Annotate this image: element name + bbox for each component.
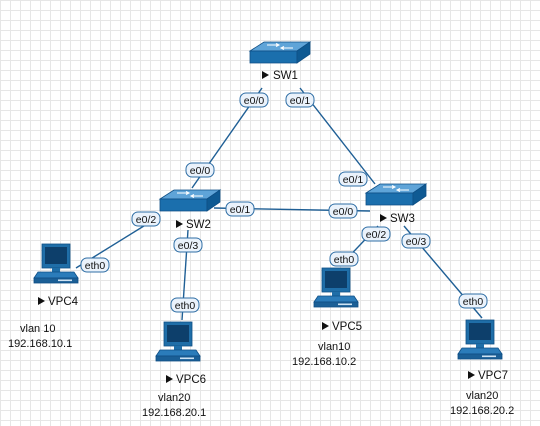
device-label-sw1: SW1 [262,70,298,82]
device-name: VPC4 [48,296,79,308]
device-label-vpc7: VPC7 [468,370,508,382]
port-label-vpc4-eth0: eth0 [80,257,110,273]
port-label-sw2-e03: e0/3 [173,237,203,253]
annotation-vpc6: vlan20 192.168.20.1 [142,392,206,419]
port-label-sw3-e00: e0/0 [328,203,358,219]
play-marker-icon [262,71,269,79]
svg-text:eth0: eth0 [85,260,106,272]
computer-icon [457,319,503,360]
device-label-sw2: SW2 [176,219,211,231]
vlan-label: vlan20 [466,390,498,402]
device-name: VPC6 [176,374,206,386]
port-label-sw2-e00: e0/0 [185,162,215,178]
port-label-vpc6-eth0: eth0 [170,297,200,313]
svg-text:e0/2: e0/2 [136,214,157,226]
svg-text:eth0: eth0 [175,300,196,312]
switch-sw2[interactable] [159,189,221,212]
svg-text:e0/3: e0/3 [178,240,199,252]
annotation-vpc4: vlan 10 192.168.10.1 [8,323,72,350]
device-name: VPC7 [478,370,508,382]
svg-text:e0/0: e0/0 [190,165,211,177]
svg-text:eth0: eth0 [463,296,484,308]
ip-address: 192.168.20.2 [450,405,514,417]
port-label-sw3-e01: e0/1 [338,171,368,187]
ip-address: 192.168.20.1 [142,407,206,419]
svg-text:eth0: eth0 [334,254,355,266]
svg-text:e0/3: e0/3 [406,236,427,248]
device-label-vpc4: VPC4 [38,296,79,308]
svg-text:e0/1: e0/1 [343,174,364,186]
switch-icon [159,189,221,212]
vlan-label: vlan10 [318,341,350,353]
vlan-label: vlan20 [158,392,190,404]
device-name: SW3 [390,213,415,225]
svg-text:e0/0: e0/0 [244,95,265,107]
computer-icon [33,243,79,284]
port-label-vpc5-eth0: eth0 [329,251,359,267]
pc-vpc6[interactable] [155,321,201,362]
device-name: SW2 [186,219,211,231]
ip-address: 192.168.10.1 [8,338,72,350]
links [75,87,483,321]
switch-sw1[interactable] [249,41,311,64]
svg-text:e0/1: e0/1 [290,95,311,107]
annotation-vpc5: vlan10 192.168.10.2 [292,341,356,368]
device-label-sw3: SW3 [380,213,415,225]
computer-icon [155,321,201,362]
play-marker-icon [38,297,45,305]
port-label-sw3-e03: e0/3 [401,233,431,249]
svg-text:e0/2: e0/2 [366,229,387,241]
play-marker-icon [380,214,387,222]
port-label-sw2-e01: e0/1 [225,201,255,217]
device-label-vpc6: VPC6 [166,374,206,386]
play-marker-icon [468,371,475,379]
port-label-sw3-e02: e0/2 [361,226,391,242]
vlan-label: vlan 10 [20,323,55,335]
switch-icon [249,41,311,64]
ip-address: 192.168.10.2 [292,356,356,368]
switch-sw3[interactable] [365,183,427,206]
device-label-vpc5: VPC5 [322,321,362,333]
device-name: VPC5 [332,321,362,333]
pc-vpc7[interactable] [457,319,503,360]
pc-vpc4[interactable] [33,243,79,284]
port-label-sw1-e01: e0/1 [285,92,315,108]
port-label-sw2-e02: e0/2 [131,211,161,227]
annotation-vpc7: vlan20 192.168.20.2 [450,390,514,417]
play-marker-icon [176,220,183,228]
switch-icon [365,183,427,206]
computer-icon [313,267,359,308]
play-marker-icon [166,375,173,383]
pc-vpc5[interactable] [313,267,359,308]
port-label-sw1-e00: e0/0 [239,92,269,108]
svg-text:e0/0: e0/0 [333,206,354,218]
device-name: SW1 [273,70,298,82]
port-label-vpc7-eth0: eth0 [458,293,488,309]
svg-text:e0/1: e0/1 [230,204,251,216]
play-marker-icon [322,322,329,330]
